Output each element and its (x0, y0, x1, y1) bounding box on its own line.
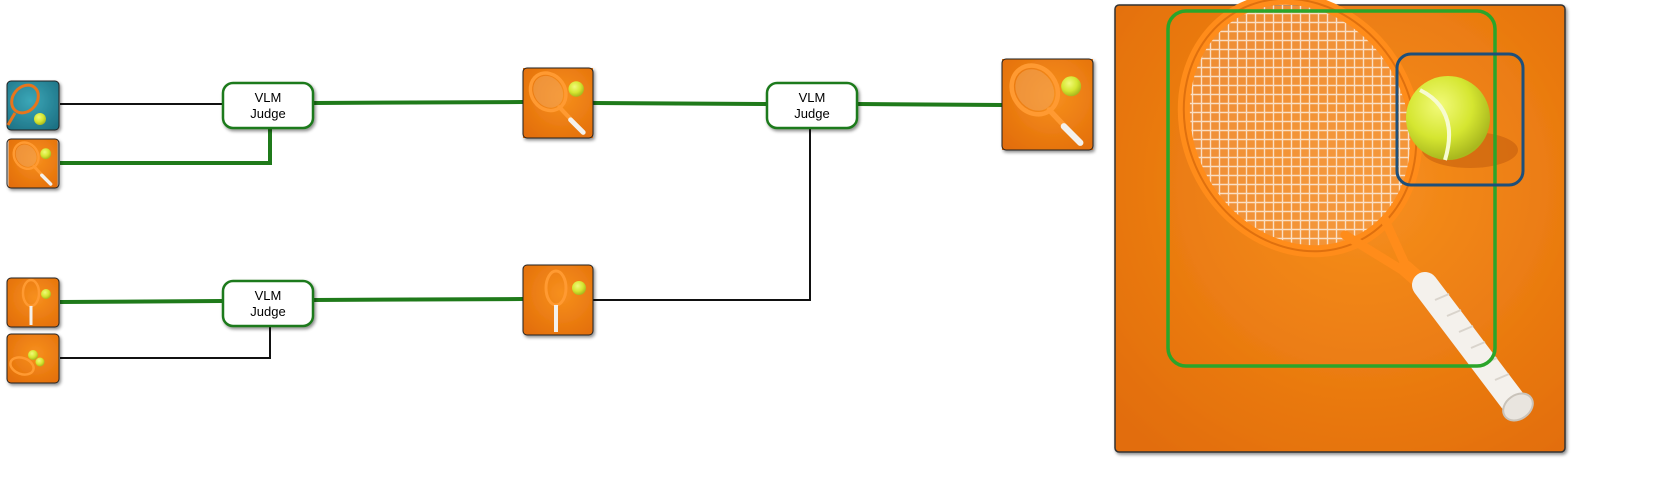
semifinal-winner-image (522, 264, 594, 336)
winner-connector (857, 102, 1003, 107)
final-winner-image (1001, 58, 1094, 151)
semifinal-winner-image (522, 67, 594, 139)
judge-node: VLM Judge (765, 81, 859, 130)
ball-bounding-box (1395, 52, 1525, 187)
winner-connector (592, 101, 768, 106)
final-image-large (1114, 0, 1566, 453)
judge-node: VLM Judge (221, 81, 315, 130)
judge-label-line1: VLM (255, 288, 282, 303)
loser-connector (60, 326, 271, 359)
judge-label-line1: VLM (799, 90, 826, 105)
candidate-image (6, 333, 60, 384)
bracket-connectors (59, 100, 1003, 359)
winner-connector (312, 100, 524, 105)
judge-node: VLM Judge (221, 279, 315, 328)
racket-bounding-box (1166, 9, 1497, 368)
loser-connector (593, 128, 811, 301)
judge-label-line1: VLM (255, 90, 282, 105)
candidate-image (6, 138, 60, 189)
judge-label-line2: Judge (250, 304, 285, 319)
judge-label-line2: Judge (250, 106, 285, 121)
winner-connector (312, 297, 524, 302)
candidate-image (6, 277, 60, 328)
candidate-image (6, 80, 60, 131)
winner-connector (59, 299, 223, 304)
winner-connector (60, 128, 272, 165)
judge-label-line2: Judge (794, 106, 829, 121)
